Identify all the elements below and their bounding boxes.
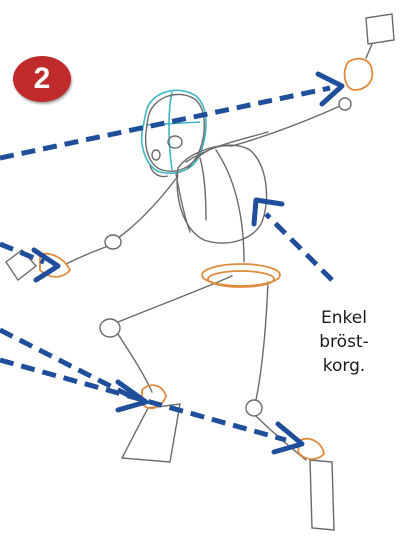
arrow-to-raised-hand [0, 85, 331, 161]
joint-circles [99, 97, 352, 417]
arrow-to-front-foot [0, 357, 287, 443]
arrowhead-knee [115, 379, 149, 413]
arrowhead-ribcage [251, 197, 285, 227]
arrowhead-left-hand [31, 247, 61, 283]
joint-highlights [39, 57, 374, 460]
callout-line-2: bröst- [319, 332, 369, 352]
head-sketch [144, 93, 205, 178]
callout-line-1: Enkel [321, 308, 367, 328]
arrow-from-callout [264, 212, 334, 282]
callout-line-3: korg. [322, 356, 366, 376]
arrow-to-knee [0, 327, 132, 399]
arrow-heads [31, 71, 345, 455]
guide-arrows [0, 85, 334, 443]
arrowhead-front-foot [271, 421, 305, 455]
arrow-to-left-hand [0, 241, 45, 265]
step-number-badge: 2 [13, 56, 71, 102]
arrowhead-raised-hand [315, 71, 345, 107]
ribcage-callout-label: Enkel bröst- korg. [298, 306, 390, 378]
